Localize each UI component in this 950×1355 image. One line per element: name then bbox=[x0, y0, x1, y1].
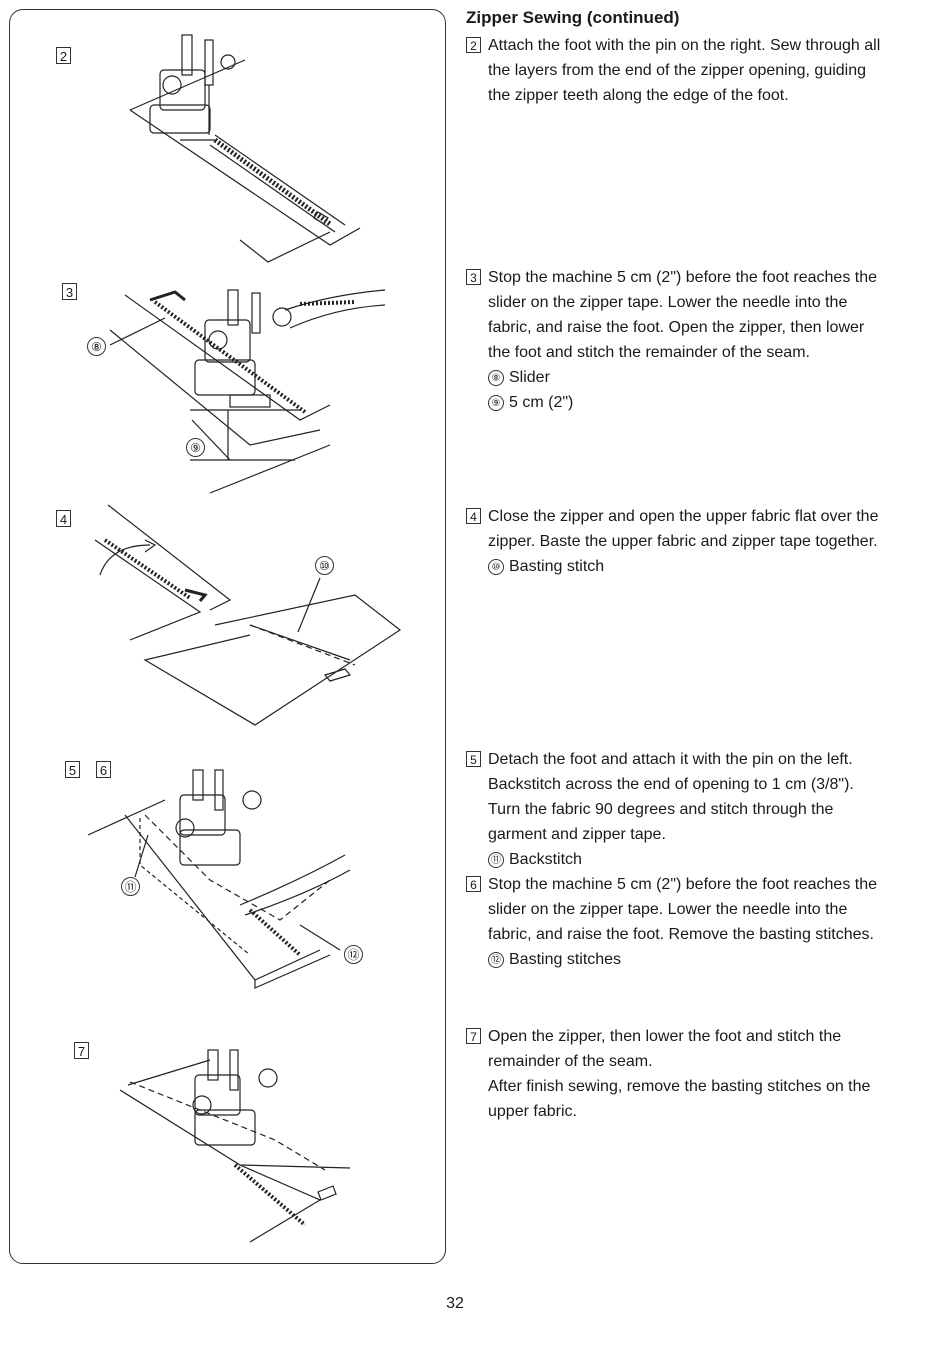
basting-stitches-callout: ⑫ bbox=[344, 945, 363, 964]
step-note: After finish sewing, remove the basting … bbox=[466, 1074, 886, 1124]
basting-stitch-callout: ⑩ bbox=[315, 556, 334, 575]
figure-4-label: 4 bbox=[56, 510, 71, 527]
figure-5-label: 5 bbox=[65, 761, 80, 778]
step-number: 2 bbox=[466, 37, 481, 53]
step-text: Detach the foot and attach it with the p… bbox=[488, 751, 854, 843]
step-number: 5 bbox=[466, 751, 481, 767]
step-3: 3 Stop the machine 5 cm (2") before the f… bbox=[466, 265, 886, 415]
figure-4-illustration bbox=[95, 505, 400, 725]
figure-3-illustration bbox=[110, 290, 385, 493]
figure-2-illustration bbox=[130, 35, 360, 262]
step-number: 7 bbox=[466, 1028, 481, 1044]
figure-7-illustration bbox=[120, 1050, 350, 1242]
page-title: Zipper Sewing (continued) bbox=[466, 8, 679, 28]
figure-2-label: 2 bbox=[56, 47, 71, 64]
figure-7-label: 7 bbox=[74, 1042, 89, 1059]
backstitch-callout: ⑪ bbox=[121, 877, 140, 896]
step-text: Stop the machine 5 cm (2") before the fo… bbox=[488, 269, 877, 361]
step-text: Close the zipper and open the upper fabr… bbox=[488, 508, 878, 550]
step-text: Attach the foot with the pin on the righ… bbox=[488, 37, 880, 104]
distance-callout: ⑨ bbox=[186, 438, 205, 457]
step-text: Stop the machine 5 cm (2") before the fo… bbox=[488, 876, 877, 943]
step-text: Open the zipper, then lower the foot and… bbox=[488, 1028, 841, 1070]
step-number: 6 bbox=[466, 876, 481, 892]
step-7: 7 Open the zipper, then lower the foot an… bbox=[466, 1024, 886, 1124]
step-number: 4 bbox=[466, 508, 481, 524]
step-5: 5 Detach the foot and attach it with the … bbox=[466, 747, 886, 972]
step-2: 2 Attach the foot with the pin on the rig… bbox=[466, 33, 886, 108]
step-number: 3 bbox=[466, 269, 481, 285]
page-number: 32 bbox=[0, 1295, 910, 1313]
figure-6-label: 6 bbox=[96, 761, 111, 778]
figure-3-label: 3 bbox=[62, 283, 77, 300]
slider-callout: ⑧ bbox=[87, 337, 106, 356]
step-4: 4 Close the zipper and open the upper fab… bbox=[466, 504, 886, 579]
